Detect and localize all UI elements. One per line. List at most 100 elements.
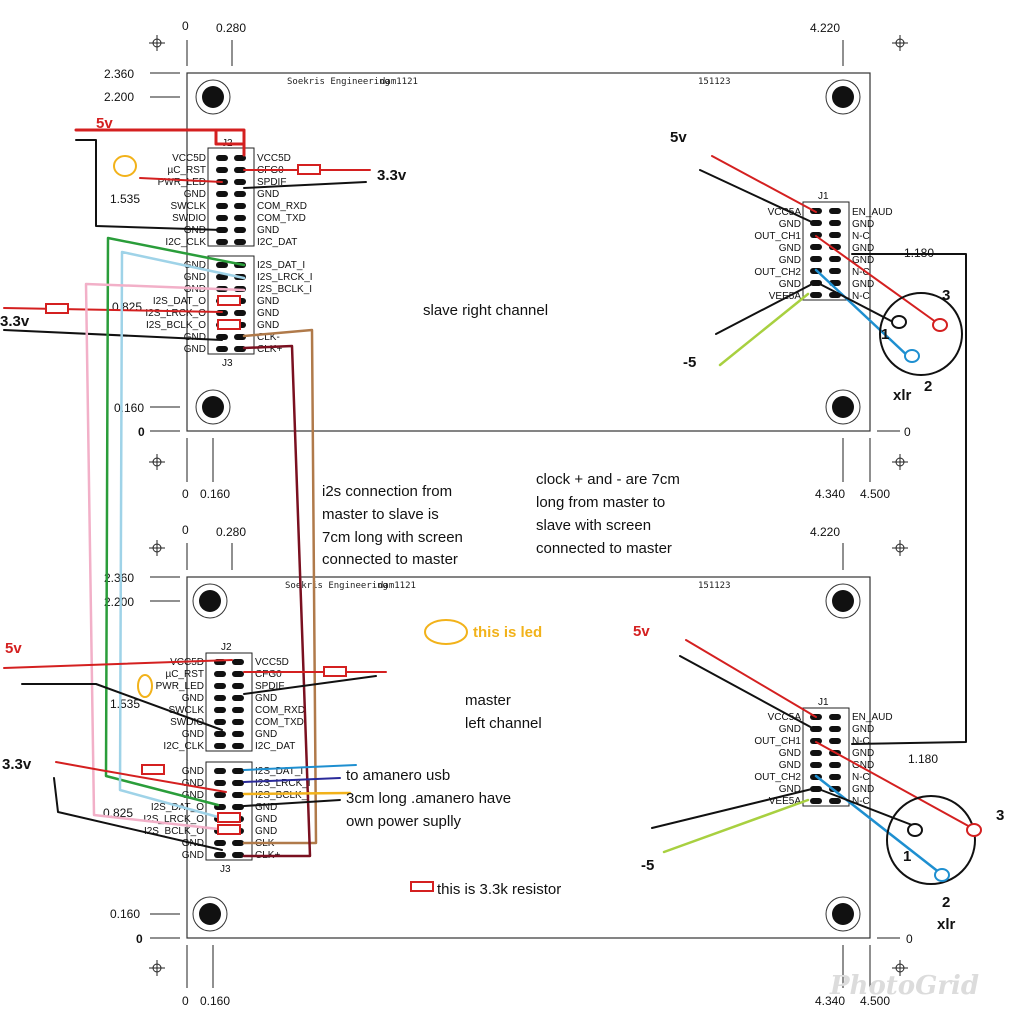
pin-label: GND (184, 260, 206, 271)
i2s-note: i2s connection from master to slave is 7… (322, 483, 463, 568)
dim-label: 4.220 (810, 525, 840, 539)
xlr-pin-label: 2 (924, 378, 932, 395)
j2-label: J2 (221, 642, 232, 653)
registration-marks (149, 35, 908, 470)
pin-label: SWCLK (168, 705, 204, 716)
pin-label: GND (779, 219, 801, 230)
master-code: 151123 (698, 581, 731, 591)
pin-label: I2S_BCLK_O (146, 320, 206, 331)
note-line: long from master to (536, 494, 665, 511)
pin-label: SWCLK (170, 201, 206, 212)
crosshair-icon (892, 960, 908, 976)
note-line: clock + and - are 7cm (536, 471, 680, 488)
wire-33v-slave-j3 (3, 307, 223, 313)
pin-label: GND (182, 790, 204, 801)
note-line: 3cm long .amanero have (346, 790, 511, 807)
wire-gnd-slave-xlr (815, 281, 896, 324)
dim-label: 0.160 (110, 907, 140, 921)
pin-label: GND (182, 778, 204, 789)
wire-out-slave-blue (814, 268, 912, 360)
dim-label: 4.500 (860, 487, 890, 501)
wire-pwrled-slave (139, 177, 223, 183)
j2-left-pins: VCC5D µC_RST PWR_LED GND SWCLK SWDIO GND… (156, 657, 205, 752)
pin-label: I2S_LRCK_O (145, 308, 206, 319)
pin-label: VCC5D (172, 153, 206, 164)
slave-board: Soekris Engineering dam1121 151123 (104, 19, 934, 501)
wire-spdif-slave (243, 181, 367, 189)
xlr-pin-icon (932, 318, 948, 332)
j2-pins (214, 659, 244, 749)
dim-label: 0.280 (216, 21, 246, 35)
xlr-pin-icon (891, 315, 907, 329)
pin-label: N-C (852, 796, 870, 807)
voltage-labels: 5v 3.3v 3.3v 5v -5 5v 3.3v 5v -5 (0, 115, 696, 874)
pin-label: I2C_CLK (163, 741, 204, 752)
label-33v: 3.3v (377, 167, 407, 184)
label-5v: 5v (633, 623, 650, 640)
xlr-connector-icon (879, 292, 963, 376)
mount-hole-center (832, 396, 854, 418)
pin-label: GND (182, 693, 204, 704)
wire-gnd-slave-j3 (3, 329, 223, 341)
master-board-outline (186, 576, 871, 939)
pin-label: N-C (852, 231, 870, 242)
pin-label: GND (779, 760, 801, 771)
pin-label: GND (257, 308, 279, 319)
label-neg5: -5 (683, 354, 696, 371)
label-33v: 3.3v (0, 313, 30, 330)
j3-label: J3 (220, 864, 231, 875)
j1-pins (810, 208, 841, 298)
led-icon (113, 155, 137, 177)
pin-label: SWDIO (170, 717, 204, 728)
pin-label: CLK- (257, 332, 280, 343)
dim-label: 4.500 (860, 994, 890, 1008)
note-line: own power suplly (346, 813, 462, 830)
mount-hole-center (199, 903, 221, 925)
xlr-connector-icon (886, 795, 976, 885)
resistor-icon (217, 824, 241, 835)
pin-label: VCC5D (255, 657, 289, 668)
master-board: Soekris Engineering dam1121 151123 (103, 523, 938, 1008)
wire-gnd-slave-j1 (699, 169, 817, 225)
mount-hole (825, 79, 861, 115)
j3-body (207, 255, 255, 355)
dim-label: 1.535 (110, 697, 140, 711)
pin-label: I2S_BCLK_O (144, 826, 204, 837)
registration-marks (149, 540, 908, 976)
slave-board-outline (186, 72, 871, 432)
j3-body (205, 761, 253, 861)
j2-body (205, 652, 253, 752)
dim-label: 0 (182, 523, 189, 537)
master-mount-holes (192, 583, 861, 932)
wire-out-master-red (815, 741, 973, 829)
pin-label: COM_TXD (255, 717, 304, 728)
slave-mount-holes (195, 79, 861, 425)
pin-label: µC_RST (165, 669, 204, 680)
pin-label: VCC5A (768, 712, 802, 723)
pin-label: VEE5A (769, 796, 802, 807)
pin-label: I2S_DAT_I (257, 260, 305, 271)
dim-label: 4.340 (815, 994, 845, 1008)
pin-label: µC_RST (167, 165, 206, 176)
resistor-icon (217, 295, 241, 306)
wire-neg5-slave (718, 292, 810, 367)
j2-body (207, 147, 255, 247)
wire-amanero-blue (243, 764, 357, 771)
resistors (45, 164, 434, 892)
wire-5v-master (3, 659, 233, 669)
slave-model: dam1121 (380, 77, 418, 87)
dim-label: 0 (904, 425, 911, 439)
dim-label: 2.200 (104, 90, 134, 104)
pin-label: GND (184, 332, 206, 343)
pin-label: COM_RXD (257, 201, 307, 212)
xlr-label: xlr (937, 916, 956, 933)
pin-label: GND (779, 255, 801, 266)
mount-hole (195, 389, 231, 425)
wire-amanero-yellow (242, 791, 352, 796)
note-line: 7cm long with screen (322, 529, 463, 546)
mount-hole (825, 896, 861, 932)
dim-label: 1.180 (908, 752, 938, 766)
mount-hole-center (202, 396, 224, 418)
wire-gnd-master-xlr (815, 787, 913, 826)
pin-label: GND (255, 814, 277, 825)
